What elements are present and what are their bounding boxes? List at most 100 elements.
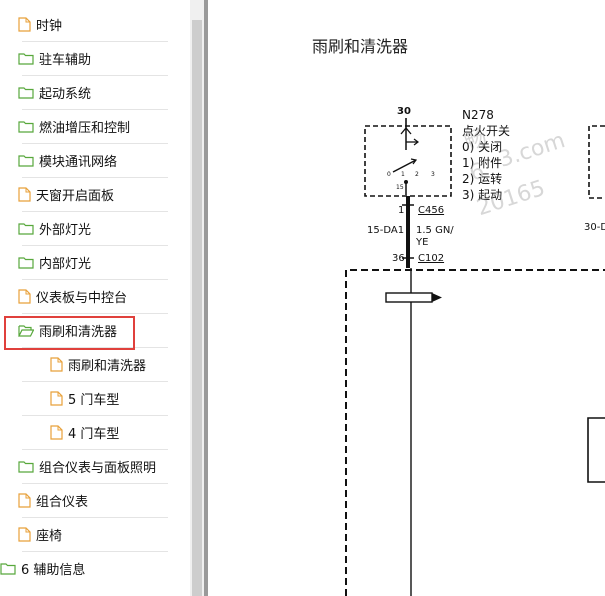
switch-position: 3) 起动 — [462, 188, 503, 202]
sidebar-item-label: 内部灯光 — [39, 257, 92, 272]
sidebar-item[interactable]: 组合仪表与面板照明 — [18, 450, 156, 483]
right-component-box — [588, 125, 605, 199]
divider — [22, 551, 168, 552]
sidebar-item-label: 6 辅助信息 — [21, 563, 86, 578]
switch-position: 1) 附件 — [462, 156, 503, 170]
sidebar-item-label: 时钟 — [36, 19, 63, 34]
component-name: 点火开关 — [462, 124, 511, 138]
sidebar-item[interactable]: 雨刷和清洗器 — [50, 348, 146, 381]
circuit-label: 15-DA1 — [367, 225, 405, 236]
sidebar-item[interactable]: 天窗开启面板 — [18, 178, 114, 211]
folder-icon — [0, 562, 16, 575]
connector-pin: 36 — [392, 253, 405, 264]
sidebar-item[interactable]: 组合仪表 — [18, 484, 88, 517]
sidebar-item[interactable]: 燃油增压和控制 — [18, 110, 130, 143]
folder-icon — [18, 154, 34, 167]
sidebar-item-label: 雨刷和清洗器 — [68, 359, 147, 374]
pin-30-label: 30 — [397, 106, 411, 117]
sidebar-item-label: 起动系统 — [39, 87, 92, 102]
scrollbar-thumb[interactable] — [192, 20, 202, 596]
right-circuit-label: 30-D — [584, 222, 605, 233]
flow-arrow-icon — [385, 292, 433, 303]
sidebar-item[interactable]: 时钟 — [18, 8, 62, 41]
sidebar-item[interactable]: 模块通讯网络 — [18, 144, 117, 177]
switch-pin: 0 — [387, 171, 391, 178]
wire-color: YE — [416, 237, 429, 248]
document-icon — [18, 527, 31, 542]
divider — [22, 415, 168, 416]
folder-icon — [18, 52, 34, 65]
wire-spec: 1.5 GN/ — [416, 225, 454, 236]
divider — [22, 75, 168, 76]
document-icon — [50, 357, 63, 372]
sidebar-item-label: 外部灯光 — [39, 223, 92, 238]
divider — [22, 449, 168, 450]
connector-c102: C102 — [418, 253, 445, 264]
divider — [22, 483, 168, 484]
switch-pin: 2 — [415, 171, 419, 178]
sidebar-item-label: 组合仪表 — [36, 495, 89, 510]
navigation-tree: 时钟驻车辅助起动系统燃油增压和控制模块通讯网络天窗开启面板外部灯光内部灯光仪表板… — [0, 0, 190, 596]
page-title: 雨刷和清洗器 — [312, 37, 409, 56]
sidebar-item-label: 模块通讯网络 — [39, 155, 118, 170]
sidebar-item-label: 燃油增压和控制 — [39, 121, 131, 136]
document-icon — [50, 425, 63, 440]
divider — [22, 211, 168, 212]
right-lower-box — [587, 417, 605, 483]
sidebar-item-label: 驻车辅助 — [39, 53, 92, 68]
document-icon — [18, 187, 31, 202]
sidebar-item[interactable]: 5 门车型 — [50, 382, 119, 415]
module-boundary — [345, 269, 605, 596]
connector-c456: C456 — [418, 205, 445, 216]
divider — [22, 143, 168, 144]
document-icon — [18, 289, 31, 304]
ignition-switch-box — [364, 125, 452, 197]
switch-position: 2) 运转 — [462, 172, 503, 186]
divider — [22, 41, 168, 42]
sidebar-scrollbar[interactable] — [190, 0, 204, 596]
sidebar-item[interactable]: 起动系统 — [18, 76, 91, 109]
folder-icon — [18, 460, 34, 473]
divider — [22, 381, 168, 382]
sidebar-item[interactable]: 内部灯光 — [18, 246, 91, 279]
document-icon — [50, 391, 63, 406]
divider — [22, 347, 168, 348]
wiring-diagram — [345, 118, 605, 596]
sidebar-item[interactable]: 雨刷和清洗器 — [18, 314, 117, 347]
connector-pin: 1 — [398, 205, 405, 216]
sidebar-item[interactable]: 驻车辅助 — [18, 42, 91, 75]
divider — [22, 279, 168, 280]
selection-highlight — [4, 316, 135, 350]
sidebar-item[interactable]: 座椅 — [18, 518, 62, 551]
pane-divider[interactable] — [204, 0, 208, 596]
sidebar-item[interactable]: 6 辅助信息 — [0, 552, 85, 585]
folder-icon — [18, 256, 34, 269]
folder-icon — [18, 222, 34, 235]
switch-pin: 3 — [431, 171, 435, 178]
switch-position: 0) 关闭 — [462, 140, 503, 154]
sidebar-item[interactable]: 仪表板与中控台 — [18, 280, 127, 313]
divider — [22, 177, 168, 178]
divider — [22, 313, 168, 314]
sidebar-item-label: 仪表板与中控台 — [36, 291, 128, 306]
component-id: N278 — [462, 108, 494, 122]
sidebar-item-label: 5 门车型 — [68, 393, 120, 408]
sidebar-item-label: 组合仪表与面板照明 — [39, 461, 157, 476]
sidebar-item-label: 天窗开启面板 — [36, 189, 115, 204]
folder-icon — [18, 86, 34, 99]
sidebar-item[interactable]: 外部灯光 — [18, 212, 91, 245]
divider — [22, 517, 168, 518]
sidebar-item-label: 座椅 — [36, 529, 63, 544]
sidebar-item-label: 4 门车型 — [68, 427, 120, 442]
folder-open-icon — [18, 324, 34, 337]
switch-pin: 1 — [401, 171, 405, 178]
pin-15-label: 15 — [396, 184, 404, 191]
sidebar-item[interactable]: 4 门车型 — [50, 416, 119, 449]
divider — [22, 109, 168, 110]
folder-icon — [18, 120, 34, 133]
divider — [22, 245, 168, 246]
document-icon — [18, 17, 31, 32]
sidebar-item-label: 雨刷和清洗器 — [39, 325, 118, 340]
document-icon — [18, 493, 31, 508]
document-viewer: 雨刷和清洗器 30 N278 点火开关 0) 关闭 1) 附件 2 — [208, 0, 605, 596]
